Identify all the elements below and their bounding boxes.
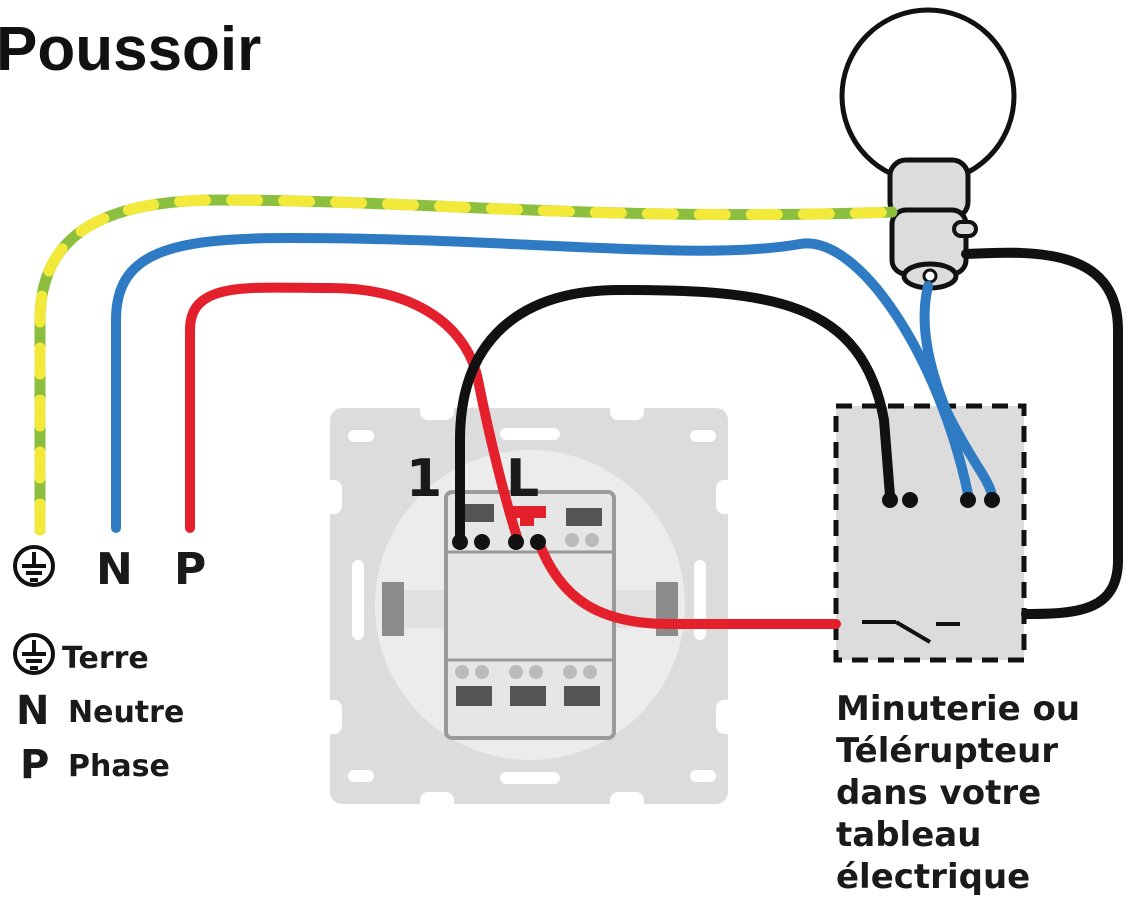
- terminal-dots: [452, 492, 1000, 550]
- diagram-title: Poussoir: [0, 15, 261, 84]
- legend-symbol-n: N: [16, 688, 49, 734]
- lamp-neutral-wire: [919, 281, 997, 501]
- push-button-plate: [320, 398, 738, 814]
- light-bulb-icon: [839, 7, 1017, 291]
- switch-phase-to-relay: [533, 535, 841, 629]
- phase-wire: [185, 282, 523, 545]
- timer-relay-box: [833, 403, 1027, 663]
- terminal-label-1: 1: [406, 449, 442, 509]
- relay-caption-line-2: Télérupteur: [836, 731, 1058, 771]
- relay-caption-line-5: électrique: [836, 857, 1030, 897]
- lamp-return-wire: [961, 247, 1123, 619]
- earth-icon: [13, 545, 55, 587]
- legend-label-neutre: Neutre: [68, 695, 184, 730]
- supply-label-p: P: [174, 544, 206, 595]
- supply-label-n: N: [96, 544, 133, 595]
- relay-caption: Minuterie ou Télérupteur dans votre tabl…: [836, 689, 1080, 897]
- legend-label-phase: Phase: [68, 749, 170, 784]
- neutral-wire: [111, 233, 973, 533]
- wires: [34, 194, 1123, 629]
- terminal-label-l: L: [506, 449, 539, 509]
- relay-caption-line-1: Minuterie ou: [836, 689, 1080, 729]
- relay-caption-line-3: dans votre: [836, 773, 1041, 813]
- relay-caption-line-4: tableau: [836, 815, 981, 855]
- legend-label-terre: Terre: [62, 641, 149, 676]
- legend: Terre N Neutre P Phase: [13, 633, 184, 788]
- switch-return-wire: [455, 285, 895, 545]
- legend-earth-icon: [13, 633, 55, 675]
- legend-symbol-p: P: [20, 742, 49, 788]
